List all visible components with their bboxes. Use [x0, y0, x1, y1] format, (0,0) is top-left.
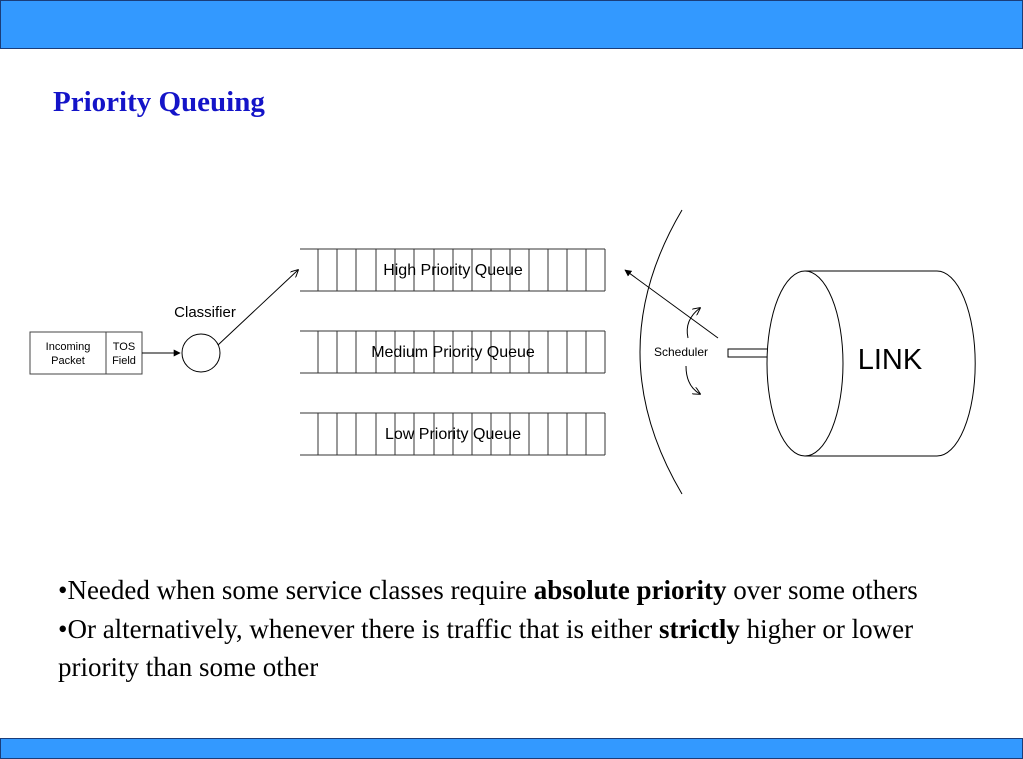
link-cylinder [766, 270, 976, 457]
incoming-packet-label-2: Packet [51, 355, 85, 367]
classifier-circle [181, 333, 221, 373]
top-banner [0, 0, 1023, 49]
tos-field-label-2: Field [112, 355, 136, 367]
queue-label: Low Priority Queue [385, 426, 521, 443]
bullet-1: •Needed when some service classes requir… [58, 571, 988, 610]
scheduler-rotate-up-arrow [686, 308, 700, 339]
incoming-packet-box: Incoming Packet TOS Field [29, 331, 143, 375]
bullet-2-text: •Or alternatively, whenever there is tra… [58, 613, 659, 644]
scheduler-arc [639, 209, 683, 495]
bullet-list: •Needed when some service classes requir… [58, 571, 988, 687]
scheduler-pointer-arrow [624, 269, 719, 339]
classifier-to-queue-arrow [217, 270, 298, 346]
scheduler-rotate-down-arrow [685, 365, 700, 394]
queue-low: Low Priority Queue [300, 412, 606, 456]
bottom-banner [0, 738, 1023, 759]
bullet-2: •Or alternatively, whenever there is tra… [58, 610, 988, 687]
bullet-2-emphasis: strictly [658, 613, 740, 644]
slide-title: Priority Queuing [53, 86, 265, 118]
classifier-label: Classifier [174, 304, 236, 321]
queue-label: High Priority Queue [383, 262, 523, 279]
bullet-2-text-end: higher or lower priority than some other [58, 613, 914, 683]
queue-label: Medium Priority Queue [371, 344, 535, 361]
queue-high: High Priority Queue [300, 248, 606, 292]
bullet-1-emphasis: absolute priority [533, 575, 727, 605]
bullet-1-text: •Needed when some service classes requir… [58, 575, 534, 605]
incoming-packet-label-1: Incoming [46, 341, 91, 353]
scheduler-label: Scheduler [654, 345, 708, 359]
tos-field-label-1: TOS [113, 341, 135, 353]
link-label: LINK [858, 344, 923, 376]
bullet-1-text-end: over some others [726, 575, 918, 605]
queue-medium: Medium Priority Queue [300, 330, 606, 374]
